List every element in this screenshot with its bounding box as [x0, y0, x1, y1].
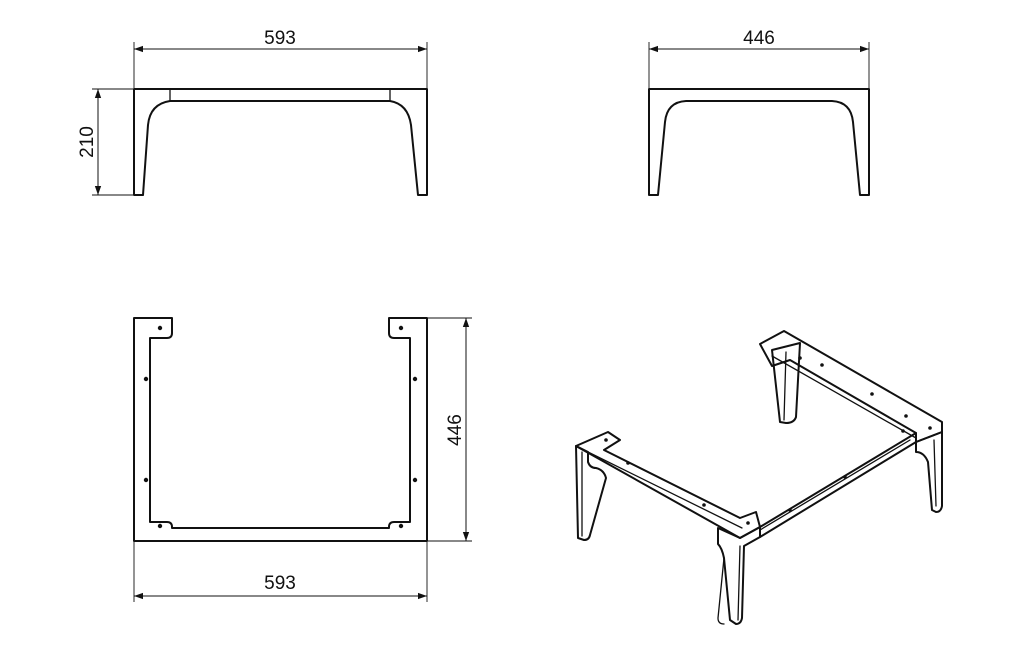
top-width-label: 593: [264, 573, 296, 594]
iso-front-left-leg: [575, 445, 607, 541]
front-width-dimension: 593: [133, 28, 428, 88]
top-view-outline: [133, 317, 428, 542]
iso-front-corner-leg: [717, 526, 761, 625]
front-height-dimension: 210: [77, 88, 133, 196]
iso-right-rail: [759, 429, 917, 538]
front-width-label: 593: [264, 28, 296, 49]
top-view: 593 446: [133, 317, 472, 602]
front-view-outline: [133, 88, 428, 196]
side-depth-dimension: 446: [648, 28, 870, 88]
top-depth-label: 446: [445, 414, 466, 446]
front-height-label: 210: [77, 126, 98, 158]
iso-front-right-leg: [915, 431, 943, 513]
front-view: 593 210: [77, 28, 428, 196]
side-view-outline: [648, 88, 870, 196]
isometric-view: [575, 330, 943, 625]
top-depth-dimension: 446: [428, 317, 472, 542]
side-view: 446: [648, 28, 870, 196]
side-depth-label: 446: [743, 28, 775, 49]
top-view-holes: [143, 325, 418, 529]
iso-back-rail: [759, 330, 943, 443]
top-width-dimension: 593: [133, 542, 428, 602]
iso-back-left-leg: [771, 342, 801, 424]
